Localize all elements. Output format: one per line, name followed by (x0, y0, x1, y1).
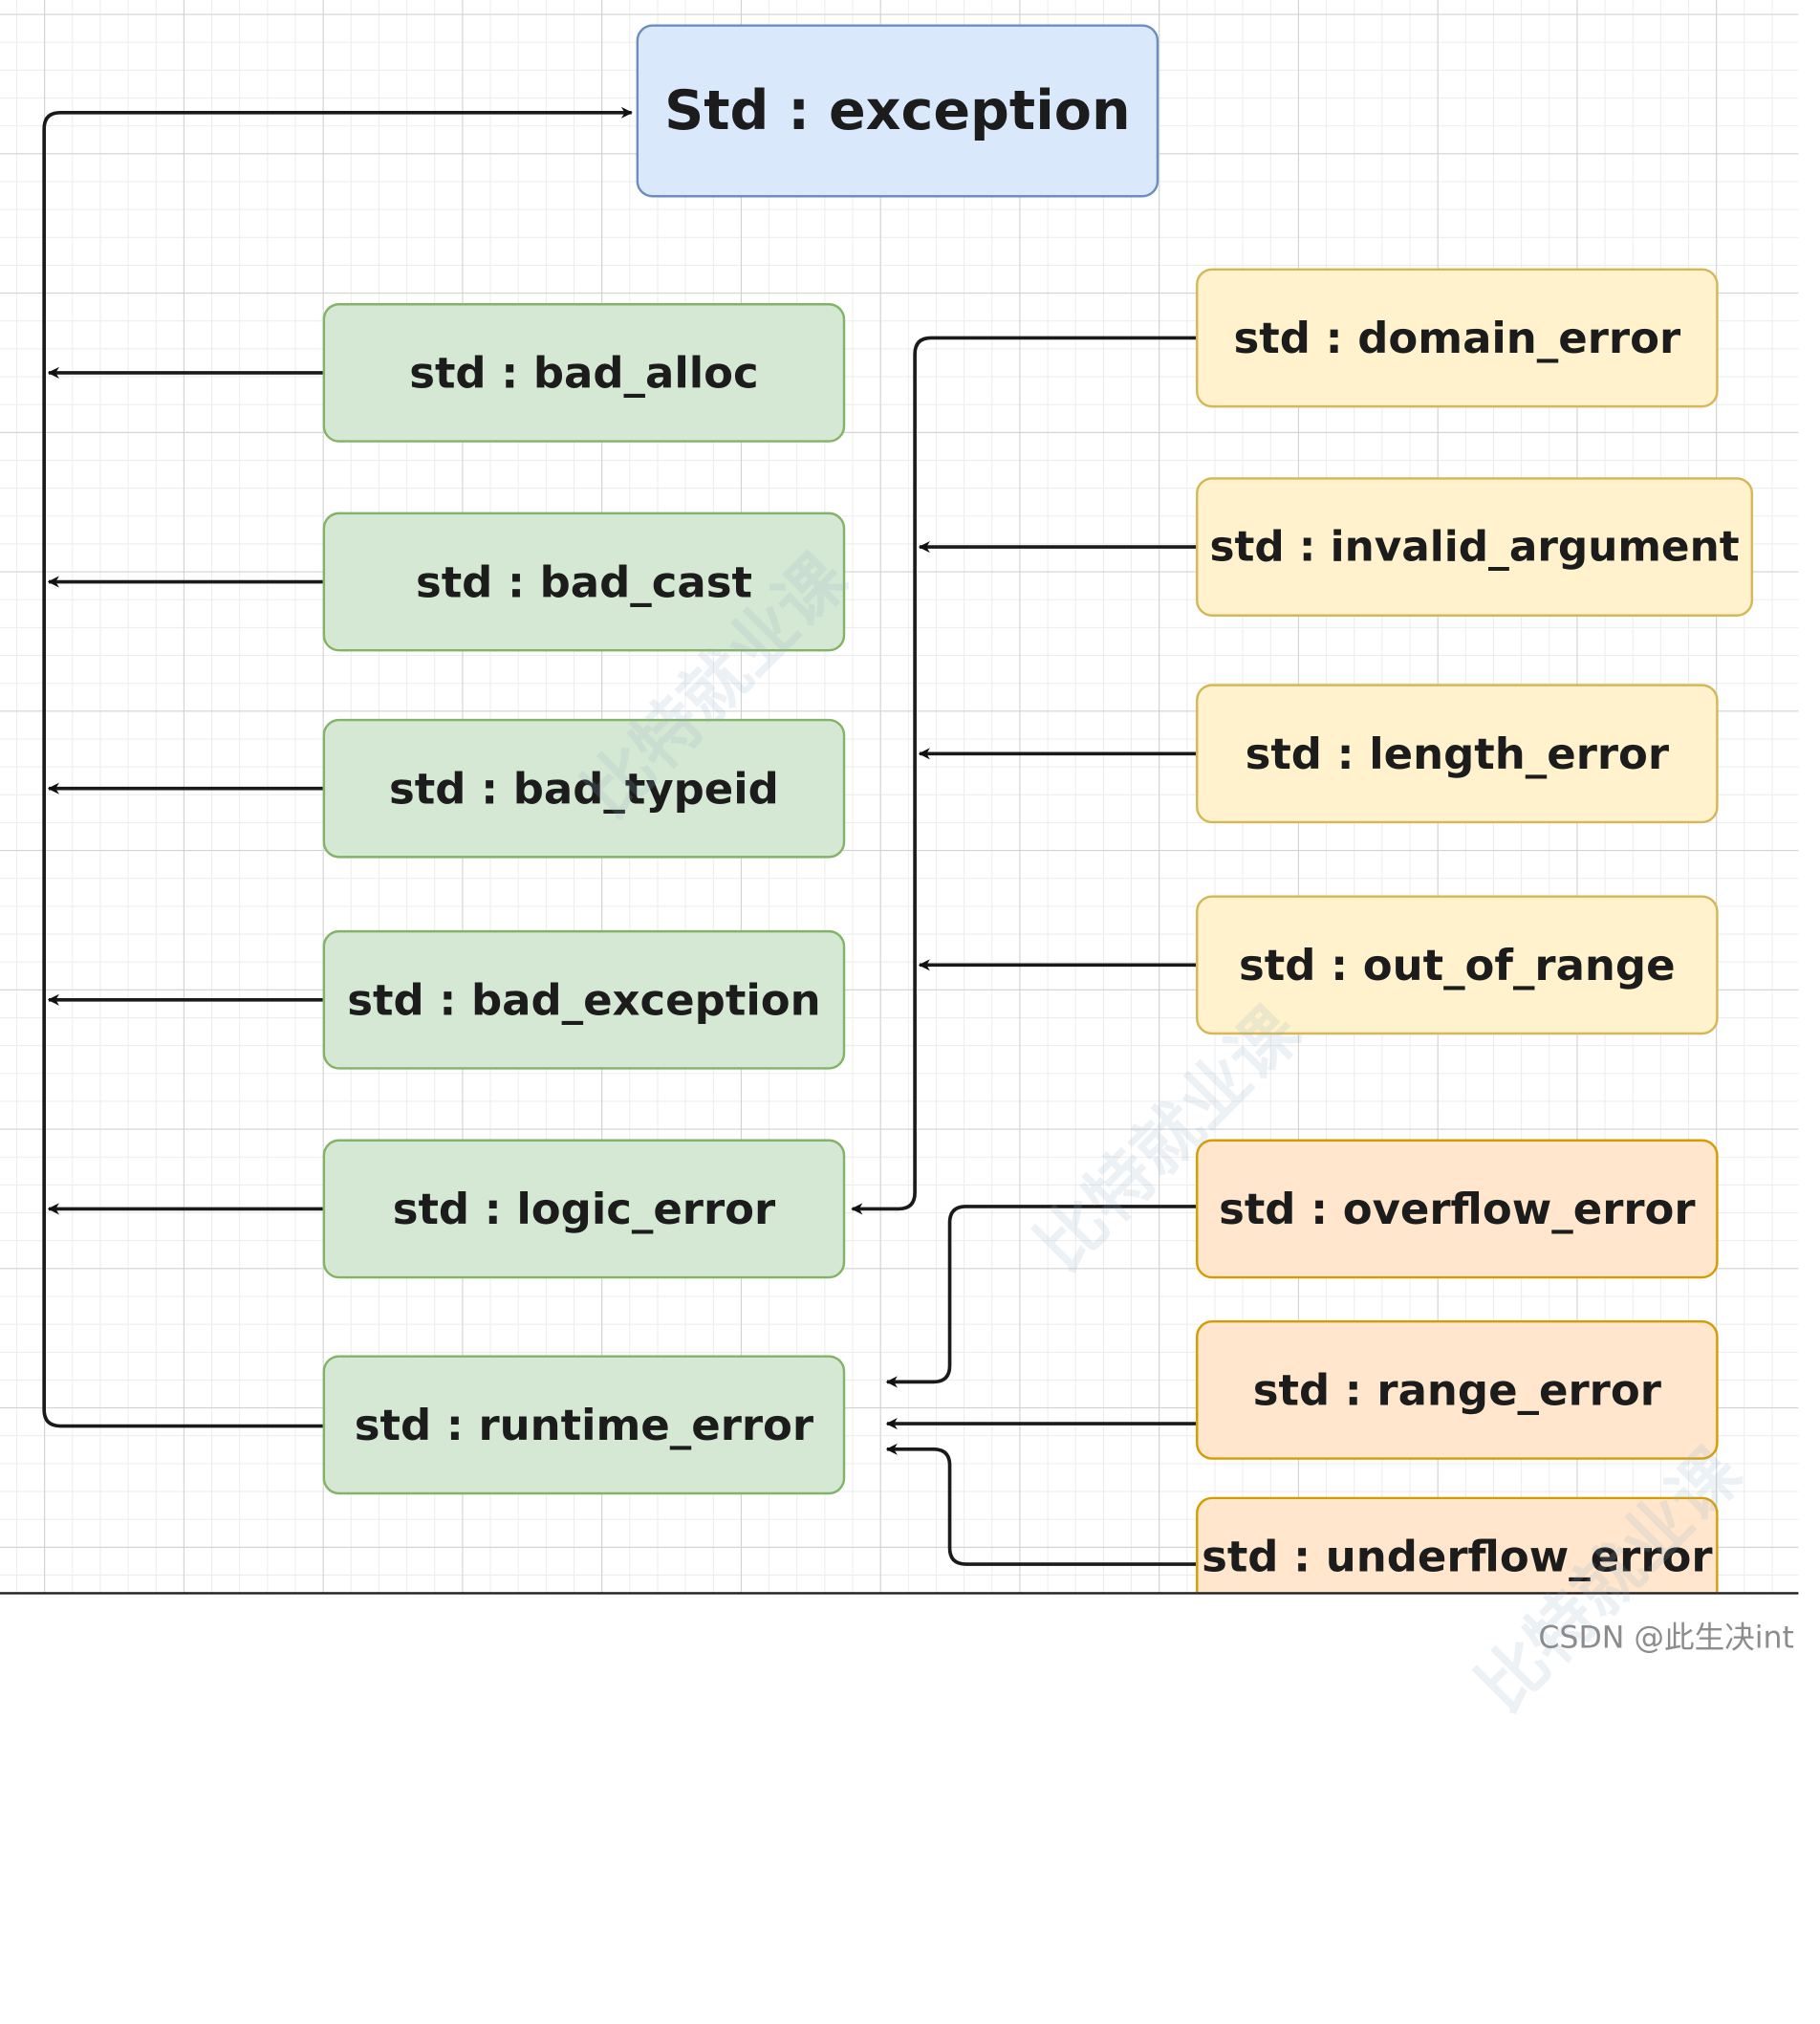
bad-exception-label: std : bad_exception (347, 974, 821, 1025)
range-error-label: std : range_error (1252, 1364, 1661, 1415)
exception-node: Std : exception (636, 24, 1159, 198)
author-credit: CSDN @此生决int (1538, 1621, 1794, 1657)
runtime-error-label: std : runtime_error (354, 1400, 814, 1450)
overflow-error-label: std : overflow_error (1219, 1184, 1696, 1234)
image-bottom-border (0, 1592, 1799, 1595)
range-error-node: std : range_error (1196, 1320, 1719, 1460)
bad-cast-node: std : bad_cast (322, 511, 846, 652)
length-error-node: std : length_error (1196, 684, 1719, 824)
length-error-label: std : length_error (1245, 729, 1670, 779)
bad-alloc-label: std : bad_alloc (409, 347, 759, 399)
logic-error-label: std : logic_error (392, 1184, 776, 1234)
exception-label: Std : exception (664, 78, 1131, 143)
bad-cast-label: std : bad_cast (415, 556, 752, 607)
arrow-overflow-error (885, 1205, 1197, 1388)
arrow-to-exception (42, 106, 633, 1428)
out-of-range-node: std : out_of_range (1196, 895, 1719, 1035)
arrow-domain-error (851, 336, 1197, 1215)
inheritance-arrows (42, 106, 1197, 1566)
underflow-error-node: std : underflow_error (1196, 1496, 1719, 1593)
domain-error-node: std : domain_error (1196, 268, 1719, 408)
arrow-underflow-error (885, 1443, 1197, 1566)
bad-typeid-node: std : bad_typeid (322, 718, 846, 859)
runtime-error-node: std : runtime_error (322, 1355, 846, 1495)
out-of-range-label: std : out_of_range (1239, 940, 1676, 990)
logic-error-node: std : logic_error (322, 1139, 846, 1279)
invalid-argument-node: std : invalid_argument (1196, 477, 1754, 617)
underflow-error-label: std : underflow_error (1202, 1532, 1713, 1582)
bad-exception-node: std : bad_exception (322, 929, 846, 1070)
bad-alloc-node: std : bad_alloc (322, 303, 846, 443)
bad-typeid-label: std : bad_typeid (389, 763, 779, 814)
overflow-error-node: std : overflow_error (1196, 1139, 1719, 1279)
domain-error-label: std : domain_error (1233, 313, 1681, 363)
invalid-argument-label: std : invalid_argument (1209, 523, 1740, 571)
